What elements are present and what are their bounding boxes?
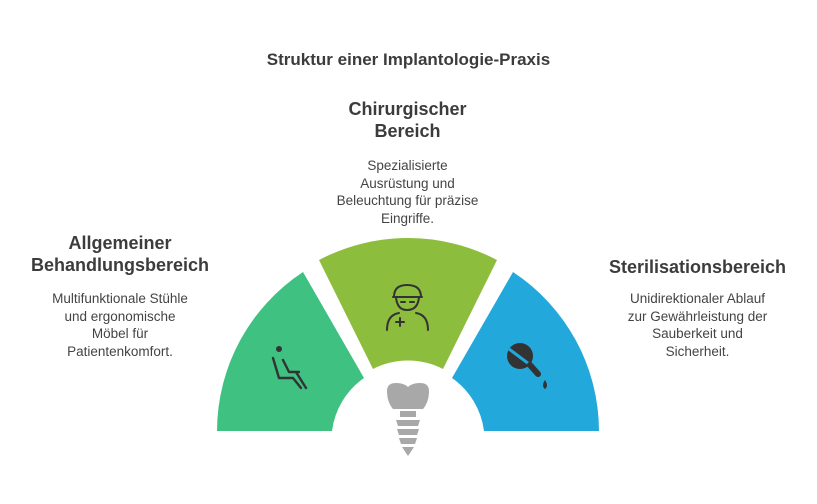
description-line: Multifunktionale Stühle <box>52 291 188 306</box>
heading-line: Sterilisationsbereich <box>608 257 787 277</box>
heading-chirurgischer-bereich: Chirurgischer Bereich <box>305 98 510 142</box>
description-chirurgischer-bereich: Spezialisierte Ausrüstung und Beleuchtun… <box>305 157 510 227</box>
description-line: zur Gewährleistung der <box>627 308 768 324</box>
description-line: Spezialisierte <box>367 158 448 173</box>
heading-sterilisationsbereich: Sterilisationsbereich <box>590 256 805 278</box>
surgeon-icon <box>386 284 429 331</box>
heading-line: Allgemeiner <box>68 233 172 253</box>
dental-chair-icon <box>271 346 308 390</box>
description-line: Eingriffe. <box>380 210 435 226</box>
sterilization-flask-icon <box>507 343 547 389</box>
description-line: Unidirektionaler Ablauf <box>629 291 766 306</box>
description-line: Patientenkomfort. <box>67 343 173 359</box>
segment-chirurgischer-bereich <box>319 237 497 369</box>
description-line: Möbel für <box>91 326 149 341</box>
heading-allgemeiner-behandlungsbereich: Allgemeiner Behandlungsbereich <box>10 232 230 276</box>
segment-allgemeiner-behandlungsbereich <box>217 272 364 431</box>
heading-line: Bereich <box>374 121 441 141</box>
description-line: Beleuchtung für präzise <box>336 193 479 208</box>
description-line: und ergonomische <box>64 308 176 324</box>
description-line: Sauberkeit und <box>652 326 743 341</box>
description-allgemeiner-behandlungsbereich: Multifunktionale Stühle und ergonomische… <box>15 290 225 360</box>
description-line: Sicherheit. <box>665 343 730 359</box>
heading-line: Chirurgischer <box>348 99 467 119</box>
diagram-title: Struktur einer Implantologie-Praxis <box>266 50 551 69</box>
description-line: Ausrüstung und <box>360 175 455 191</box>
dental-implant-icon <box>387 383 429 456</box>
description-sterilisationsbereich: Unidirektionaler Ablauf zur Gewährleistu… <box>590 290 805 360</box>
heading-line: Behandlungsbereich <box>30 255 210 275</box>
